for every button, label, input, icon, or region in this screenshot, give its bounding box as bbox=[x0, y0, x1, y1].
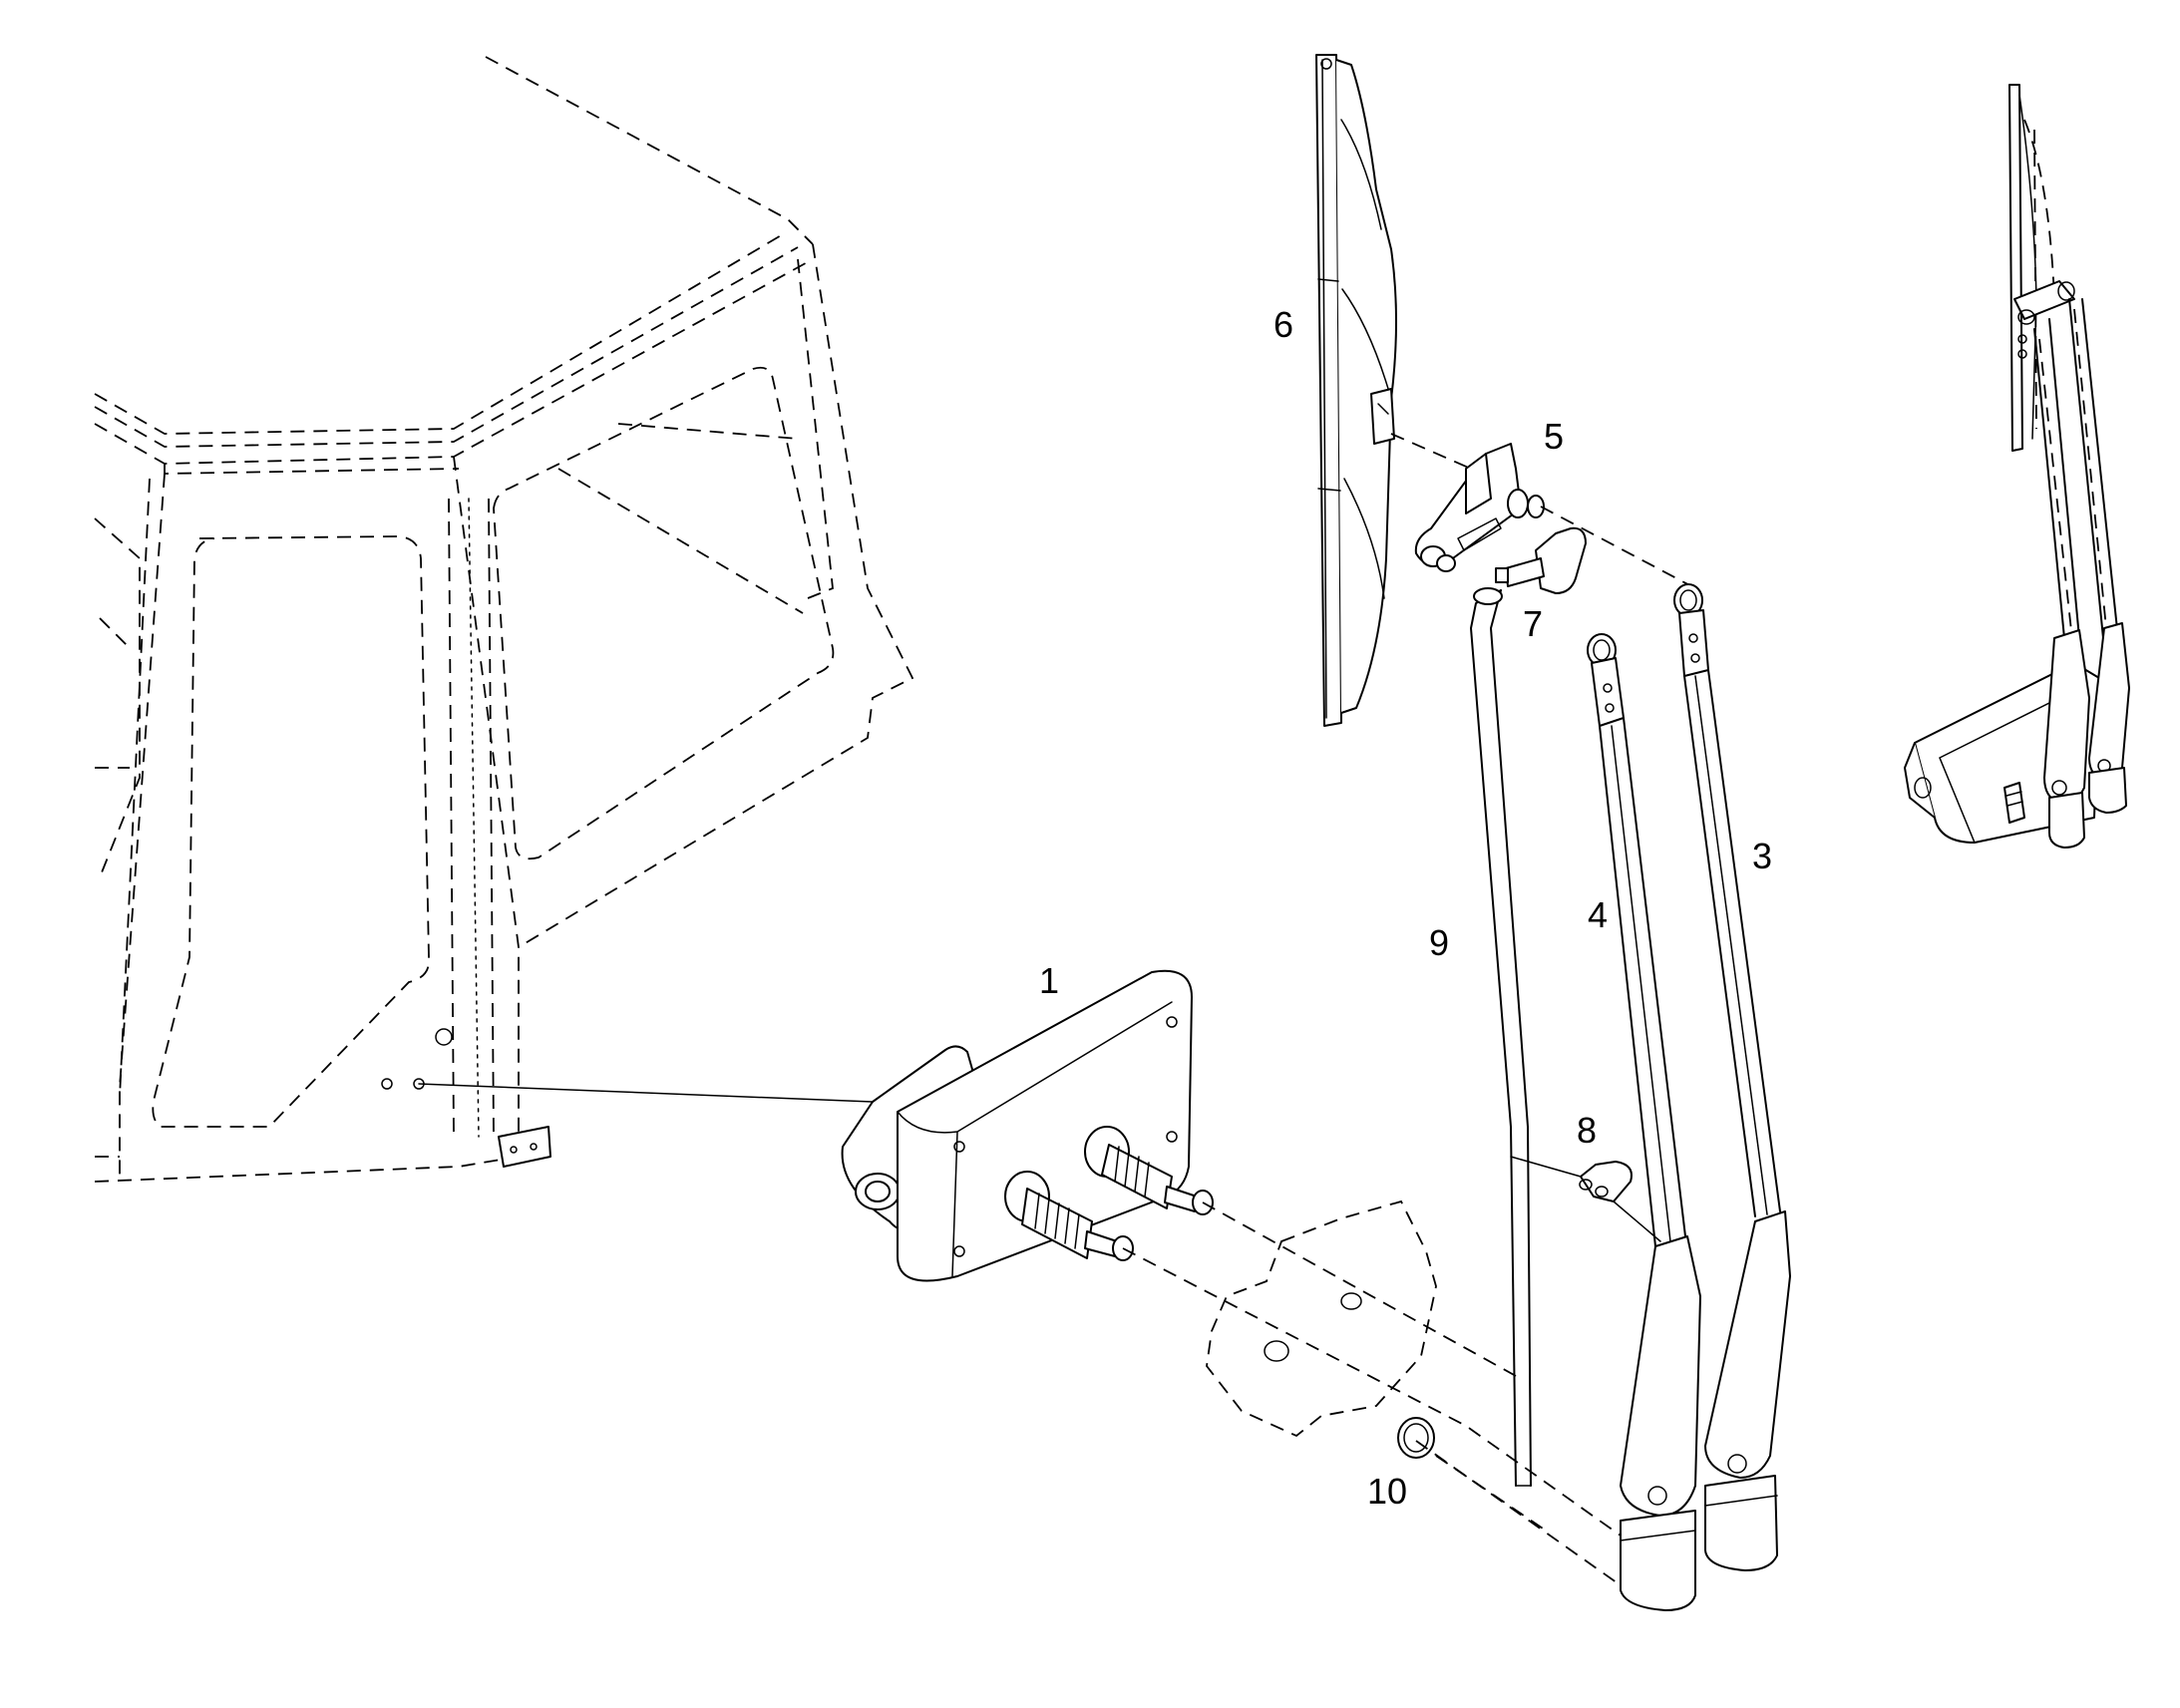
callout-8: 8 bbox=[1577, 1110, 1597, 1151]
callout-9: 9 bbox=[1429, 922, 1449, 963]
tube-clip bbox=[1579, 1161, 1661, 1242]
cab-outline bbox=[94, 56, 914, 1183]
blade-adapter bbox=[1390, 433, 1696, 589]
assembled-view bbox=[1904, 84, 2130, 849]
wiper-arm-rear bbox=[1673, 583, 1791, 1571]
callout-5: 5 bbox=[1544, 416, 1564, 457]
callout-1: 1 bbox=[1039, 960, 1059, 1001]
gasket-plate bbox=[1122, 1199, 1622, 1537]
callout-7: 7 bbox=[1523, 603, 1543, 644]
wiper-arm-front bbox=[1415, 633, 1701, 1611]
callout-10: 10 bbox=[1367, 1471, 1407, 1512]
wiper-motor bbox=[841, 969, 1214, 1282]
callout-6: 6 bbox=[1273, 304, 1293, 345]
motor-mount-leader bbox=[418, 1083, 874, 1103]
o-ring bbox=[1397, 1417, 1547, 1532]
washer-nozzle bbox=[1495, 526, 1587, 594]
washer-tube bbox=[1470, 587, 1582, 1487]
callout-4: 4 bbox=[1588, 894, 1608, 935]
wiper-blade bbox=[1315, 54, 1397, 727]
callout-3: 3 bbox=[1752, 836, 1772, 876]
